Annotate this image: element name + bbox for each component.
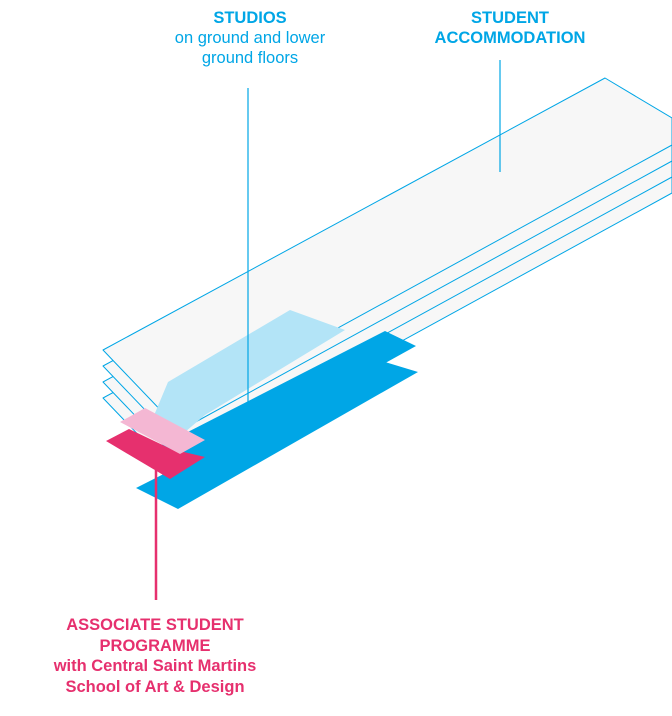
lower-ground-studio-floor — [136, 362, 418, 509]
accommodation-line1: STUDENT — [471, 9, 549, 27]
studios-label: STUDIOS on ground and lower ground floor… — [150, 8, 350, 68]
accommodation-line2: ACCOMMODATION — [434, 29, 586, 47]
associate-line2: PROGRAMME — [99, 636, 211, 655]
associate-line1: ASSOCIATE STUDENT — [66, 616, 244, 634]
associate-programme-label: ASSOCIATE STUDENT PROGRAMME with Central… — [0, 615, 310, 697]
associate-line4: School of Art & Design — [65, 677, 245, 696]
student-accommodation-label: STUDENT ACCOMMODATION — [400, 8, 620, 48]
associate-programme-area — [106, 429, 205, 479]
studios-title: STUDIOS — [213, 9, 287, 27]
ground-studio-floor — [137, 331, 416, 478]
associate-line3: with Central Saint Martins — [53, 657, 257, 675]
leader-lines — [154, 60, 501, 600]
studios-subtitle-line2: ground floors — [201, 49, 299, 67]
associate-programme-highlight — [120, 408, 205, 454]
studios-subtitle-line1: on ground and lower — [174, 29, 326, 47]
